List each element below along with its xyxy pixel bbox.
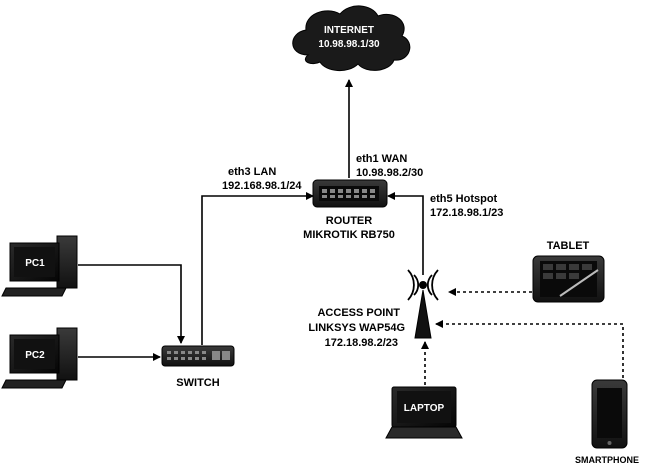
wan-iface: eth1 WAN bbox=[356, 153, 407, 165]
smartphone-wifi-link bbox=[435, 320, 624, 378]
hotspot-iface: eth5 Hotspot bbox=[430, 193, 498, 205]
access-point: ACCESS POINT LINKSYS WAP54G 172.18.98.2/… bbox=[308, 269, 439, 349]
ap-model: LINKSYS WAP54G bbox=[308, 322, 405, 334]
lan-ip: 192.168.98.1/24 bbox=[222, 180, 302, 192]
tablet: TABLET bbox=[532, 240, 605, 303]
wan-ip: 10.98.98.2/30 bbox=[356, 167, 423, 179]
tablet-label: TABLET bbox=[547, 240, 590, 252]
laptop-label: LAPTOP bbox=[404, 403, 445, 414]
pc1: PC1 bbox=[1, 235, 78, 297]
router: ROUTER MIKROTIK RB750 bbox=[303, 179, 395, 241]
pc2-label: PC2 bbox=[25, 350, 45, 361]
access-point-icon bbox=[414, 289, 432, 339]
laptop: LAPTOP bbox=[385, 386, 463, 439]
pc1-tower bbox=[56, 235, 78, 289]
pc2: PC2 bbox=[1, 327, 78, 389]
router-model: MIKROTIK RB750 bbox=[303, 229, 395, 241]
lan-iface: eth3 LAN bbox=[228, 166, 276, 178]
wifi-waves-icon bbox=[407, 269, 439, 301]
pc1-keyboard bbox=[1, 287, 67, 297]
switch-label: SWITCH bbox=[176, 377, 219, 389]
pc2-keyboard bbox=[1, 379, 67, 389]
lan-link bbox=[201, 192, 314, 345]
pc2-tower bbox=[56, 327, 78, 381]
laptop-base bbox=[385, 426, 463, 439]
smartphone-label: SMARTPHONE bbox=[575, 455, 639, 465]
smartphone: SMARTPHONE bbox=[575, 379, 639, 465]
internet-title: INTERNET bbox=[324, 25, 374, 36]
ap-name: ACCESS POINT bbox=[317, 307, 400, 319]
ap-ip: 172.18.98.2/23 bbox=[325, 337, 398, 349]
pc1-label: PC1 bbox=[25, 258, 45, 269]
internet-ip: 10.98.98.1/30 bbox=[318, 39, 380, 50]
pc1-link bbox=[78, 264, 185, 344]
router-name: ROUTER bbox=[326, 215, 373, 227]
hotspot-link bbox=[387, 192, 424, 275]
switch: SWITCH bbox=[161, 345, 235, 389]
hotspot-ip: 172.18.98.1/23 bbox=[430, 207, 503, 219]
internet-cloud: INTERNET 10.98.98.1/30 bbox=[292, 5, 411, 71]
connections bbox=[78, 79, 624, 385]
